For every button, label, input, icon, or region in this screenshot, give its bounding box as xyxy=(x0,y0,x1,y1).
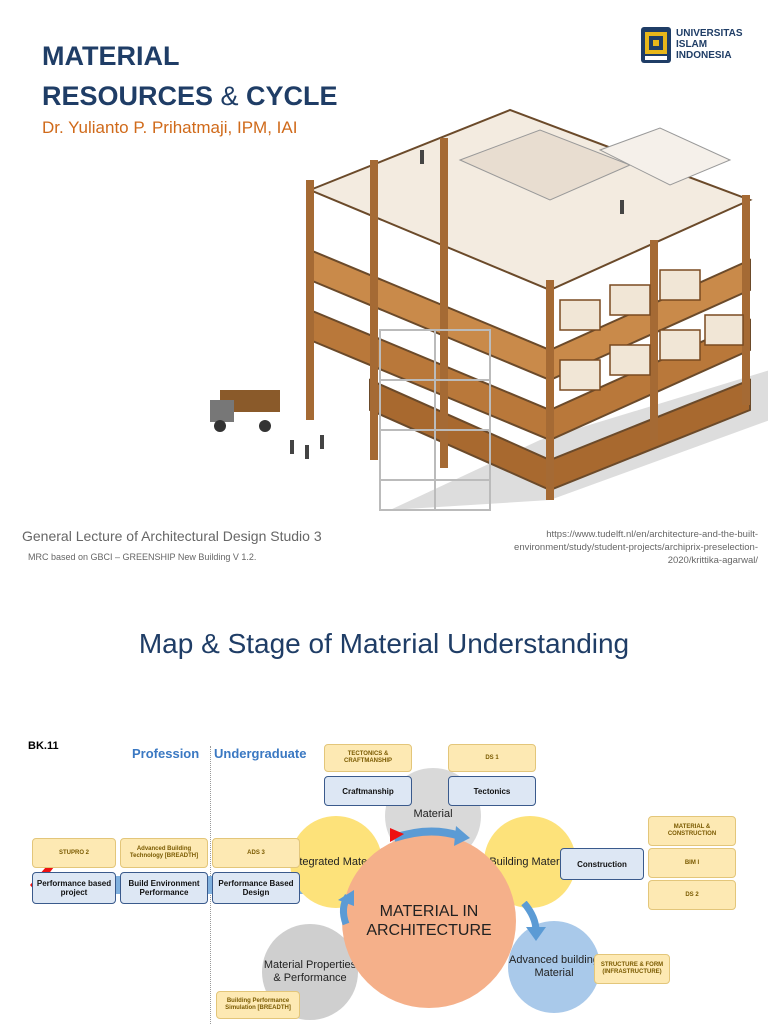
box-tectonics-craftmanship: TECTONICS & CRAFTMANSHIP xyxy=(324,744,412,772)
box-ds2: DS 2 xyxy=(648,880,736,910)
logo-line: UNIVERSITAS xyxy=(676,28,743,39)
profession-header: Profession xyxy=(132,746,200,761)
box-craftmanship: Craftmanship xyxy=(324,776,412,806)
box-tectonics: Tectonics xyxy=(448,776,536,806)
box-build-environment-performance: Build Environment Performance xyxy=(120,872,208,904)
cycle-arrow-icon xyxy=(338,890,354,926)
shield-icon xyxy=(641,27,671,63)
logo-line: ISLAM xyxy=(676,39,708,50)
box-advanced-building-technology: Advanced Building Technology [BREADTH] xyxy=(120,838,208,868)
title-resources: RESOURCES xyxy=(42,81,214,111)
logo-text: UNIVERSITAS ISLAM INDONESIA xyxy=(676,28,743,61)
title-line-2: RESOURCES & CYCLE xyxy=(42,76,338,116)
bk-label: BK.11 xyxy=(28,740,59,752)
box-performance-based-design: Performance Based Design xyxy=(212,872,300,904)
title-line-1: MATERIAL xyxy=(42,41,180,71)
undergraduate-header: Undergraduate xyxy=(214,746,307,761)
title-cycle: CYCLE xyxy=(246,81,338,111)
logo-line: INDONESIA xyxy=(676,50,732,61)
box-structure-form: STRUCTURE & FORM (INFRASTRUCTURE) xyxy=(594,954,670,984)
cycle-arrow-icon xyxy=(390,826,470,846)
slide-title: Map & Stage of Material Understanding xyxy=(138,628,630,659)
box-ds1: DS 1 xyxy=(448,744,536,772)
cycle-arrow-icon xyxy=(521,901,546,941)
circle-material-properties: Material Properties & Performance xyxy=(262,924,358,1020)
slide-map: Map & Stage of Material Understanding BK… xyxy=(0,586,768,1024)
box-performance-based-project: Performance based project xyxy=(32,872,116,904)
box-construction: Construction xyxy=(560,848,644,880)
slide-title: MATERIAL RESOURCES & CYCLE Dr. Yulianto … xyxy=(22,26,768,566)
title-amp: & xyxy=(213,81,247,111)
box-building-performance-simulation: Building Performance Simulation [BREADTH… xyxy=(216,991,300,1019)
circle-material-in-architecture: MATERIAL IN ARCHITECTURE xyxy=(342,834,516,1008)
box-stupro2: STUPRO 2 xyxy=(32,838,116,868)
mrc-caption: MRC based on GBCI – GREENSHIP New Buildi… xyxy=(28,552,257,562)
lecture-caption: General Lecture of Architectural Design … xyxy=(22,528,322,544)
author-name: Dr. Yulianto P. Prihatmaji, IPM, IAI xyxy=(42,118,298,137)
box-material-construction: MATERIAL & CONSTRUCTION xyxy=(648,816,736,846)
box-ads3: ADS 3 xyxy=(212,838,300,868)
source-url: https://www.tudelft.nl/en/architecture-a… xyxy=(514,529,758,566)
page-title: MATERIAL RESOURCES & CYCLE xyxy=(42,36,338,116)
material-map-diagram: BK.11 Profession Undergraduate Material … xyxy=(0,716,768,1024)
box-bim1: BIM I xyxy=(648,848,736,878)
circle-advanced-material: Advanced building Material xyxy=(508,921,600,1013)
timber-building-illustration xyxy=(210,108,768,511)
university-logo: UNIVERSITAS ISLAM INDONESIA xyxy=(640,26,760,66)
